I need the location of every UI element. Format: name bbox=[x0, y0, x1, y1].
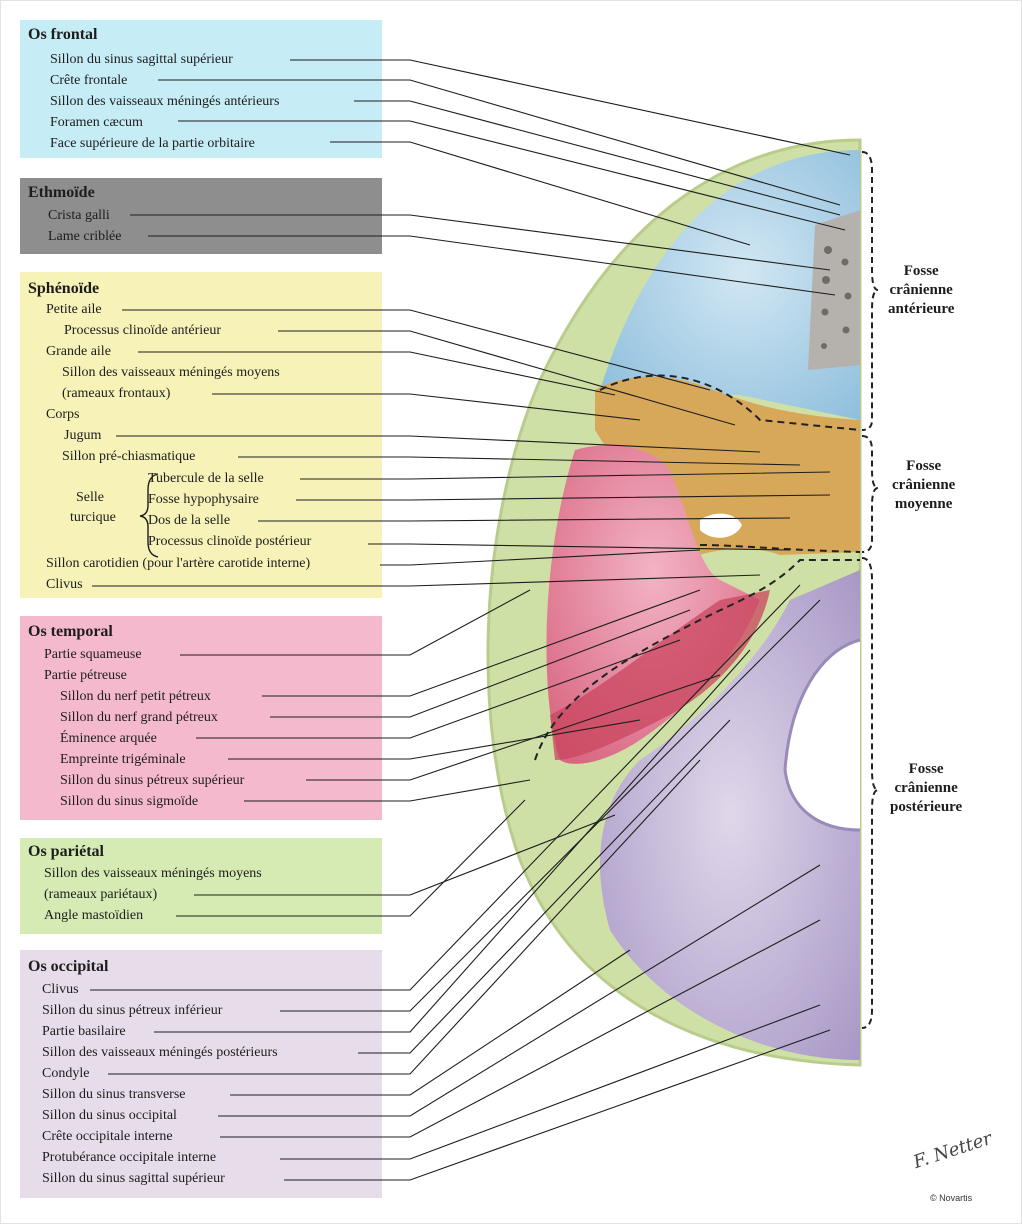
fossa-braces bbox=[861, 151, 879, 1029]
occipital-label: Protubérance occipitale interne bbox=[42, 1150, 217, 1165]
fosse-word: postérieure bbox=[890, 799, 963, 815]
frontal-label: Face supérieure de la partie orbitaire bbox=[50, 136, 255, 151]
fosse-anterieure-label: Fosse crânienne antérieure bbox=[888, 262, 954, 319]
occipital-label: Clivus bbox=[42, 982, 79, 997]
copyright-text: © Novartis bbox=[930, 1193, 973, 1203]
frontal-label: Sillon du sinus sagittal supérieur bbox=[50, 52, 233, 67]
fossa-boundaries bbox=[534, 374, 861, 761]
temporal-label: Sillon du nerf grand pétreux bbox=[60, 710, 218, 725]
parietal-box: Os pariétal Sillon des vaisseaux méningé… bbox=[20, 838, 382, 934]
occipital-label: Partie basilaire bbox=[42, 1024, 126, 1039]
sphenoide-label: Grande aile bbox=[46, 344, 111, 359]
occipital-label: Condyle bbox=[42, 1066, 90, 1081]
sphenoide-label: Clivus bbox=[46, 577, 83, 592]
sphenoide-label: Processus clinoïde postérieur bbox=[148, 534, 312, 549]
sphenoide-label: Sillon des vaisseaux méningés moyens bbox=[62, 365, 280, 380]
frontal-box: Os frontal Sillon du sinus sagittal supé… bbox=[20, 20, 382, 158]
occipital-title: Os occipital bbox=[28, 958, 109, 975]
ethmoide-label: Lame criblée bbox=[48, 229, 122, 244]
occipital-label: Sillon du sinus pétreux inférieur bbox=[42, 1003, 223, 1018]
sphenoide-label: Processus clinoïde antérieur bbox=[64, 323, 222, 338]
sphenoide-label: Dos de la selle bbox=[148, 513, 231, 528]
parietal-title: Os pariétal bbox=[28, 843, 104, 860]
fosse-word: crânienne bbox=[894, 780, 958, 796]
temporal-title: Os temporal bbox=[28, 623, 113, 640]
occipital-label: Sillon du sinus occipital bbox=[42, 1108, 177, 1123]
sphenoide-label: Corps bbox=[46, 407, 80, 422]
leader-lines bbox=[90, 59, 851, 1181]
sphenoide-label: (rameaux frontaux) bbox=[62, 386, 171, 401]
temporal-label: Sillon du sinus pétreux supérieur bbox=[60, 773, 245, 788]
temporal-label: Partie pétreuse bbox=[44, 668, 127, 683]
fosse-word: crânienne bbox=[889, 282, 953, 298]
ethmoid-bone bbox=[808, 210, 860, 370]
fosse-posterieure-label: Fosse crânienne postérieure bbox=[890, 760, 962, 817]
fosse-word: Fosse bbox=[903, 263, 939, 279]
temporal-label: Sillon du sinus sigmoïde bbox=[60, 794, 199, 809]
sphenoide-label: Jugum bbox=[64, 428, 102, 443]
ethmoide-label: Crista galli bbox=[48, 208, 110, 223]
frontal-label: Crête frontale bbox=[50, 73, 128, 88]
occipital-bone bbox=[600, 570, 860, 1060]
frontal-label: Foramen cæcum bbox=[50, 115, 143, 130]
sphenoide-title: Sphénoïde bbox=[28, 280, 100, 297]
cribriform-holes bbox=[821, 246, 852, 349]
fosse-word: crânienne bbox=[892, 477, 956, 493]
temporal-label: Sillon du nerf petit pétreux bbox=[60, 689, 211, 704]
temporal-label: Partie squameuse bbox=[44, 647, 142, 662]
occipital-label: Crête occipitale interne bbox=[42, 1129, 173, 1144]
fosse-moyenne-label: Fosse crânienne moyenne bbox=[892, 457, 955, 514]
sphenoide-label: Fosse hypophysaire bbox=[148, 492, 259, 507]
frontal-label: Sillon des vaisseaux méningés antérieurs bbox=[50, 94, 280, 109]
sphenoide-label: Petite aile bbox=[46, 302, 102, 317]
occipital-label: Sillon du sinus sagittal supérieur bbox=[42, 1171, 225, 1186]
parietal-label: Sillon des vaisseaux méningés moyens bbox=[44, 866, 262, 881]
temporal-box: Os temporal Partie squameuse Partie pétr… bbox=[20, 616, 382, 820]
temporal-label: Éminence arquée bbox=[60, 731, 157, 746]
sphenoide-label: Sillon carotidien (pour l'artère carotid… bbox=[46, 556, 311, 571]
occipital-label: Sillon du sinus transverse bbox=[42, 1087, 186, 1102]
fosse-word: antérieure bbox=[888, 301, 955, 317]
selle-brace bbox=[139, 473, 159, 558]
sphenoide-box: Sphénoïde Petite aile Processus clinoïde… bbox=[20, 272, 382, 598]
selle-turcique-label: Selle bbox=[76, 490, 104, 505]
selle-turcique-label: turcique bbox=[70, 510, 116, 525]
temporal-label: Empreinte trigéminale bbox=[60, 752, 186, 767]
sphenoide-label: Sillon pré-chiasmatique bbox=[62, 449, 196, 464]
fosse-word: Fosse bbox=[906, 458, 942, 474]
parietal-label: (rameaux pariétaux) bbox=[44, 887, 158, 902]
temporal-bone bbox=[546, 445, 760, 764]
ethmoide-title: Ethmoïde bbox=[28, 184, 95, 201]
fosse-word: Fosse bbox=[908, 761, 944, 777]
occipital-label: Sillon des vaisseaux méningés postérieur… bbox=[42, 1045, 278, 1060]
frontal-title: Os frontal bbox=[28, 26, 98, 43]
sphenoide-label: Tubercule de la selle bbox=[148, 471, 264, 486]
ethmoide-box: Ethmoïde Crista galli Lame criblée bbox=[20, 178, 382, 254]
parietal-label: Angle mastoïdien bbox=[44, 908, 144, 923]
fosse-word: moyenne bbox=[894, 496, 953, 512]
